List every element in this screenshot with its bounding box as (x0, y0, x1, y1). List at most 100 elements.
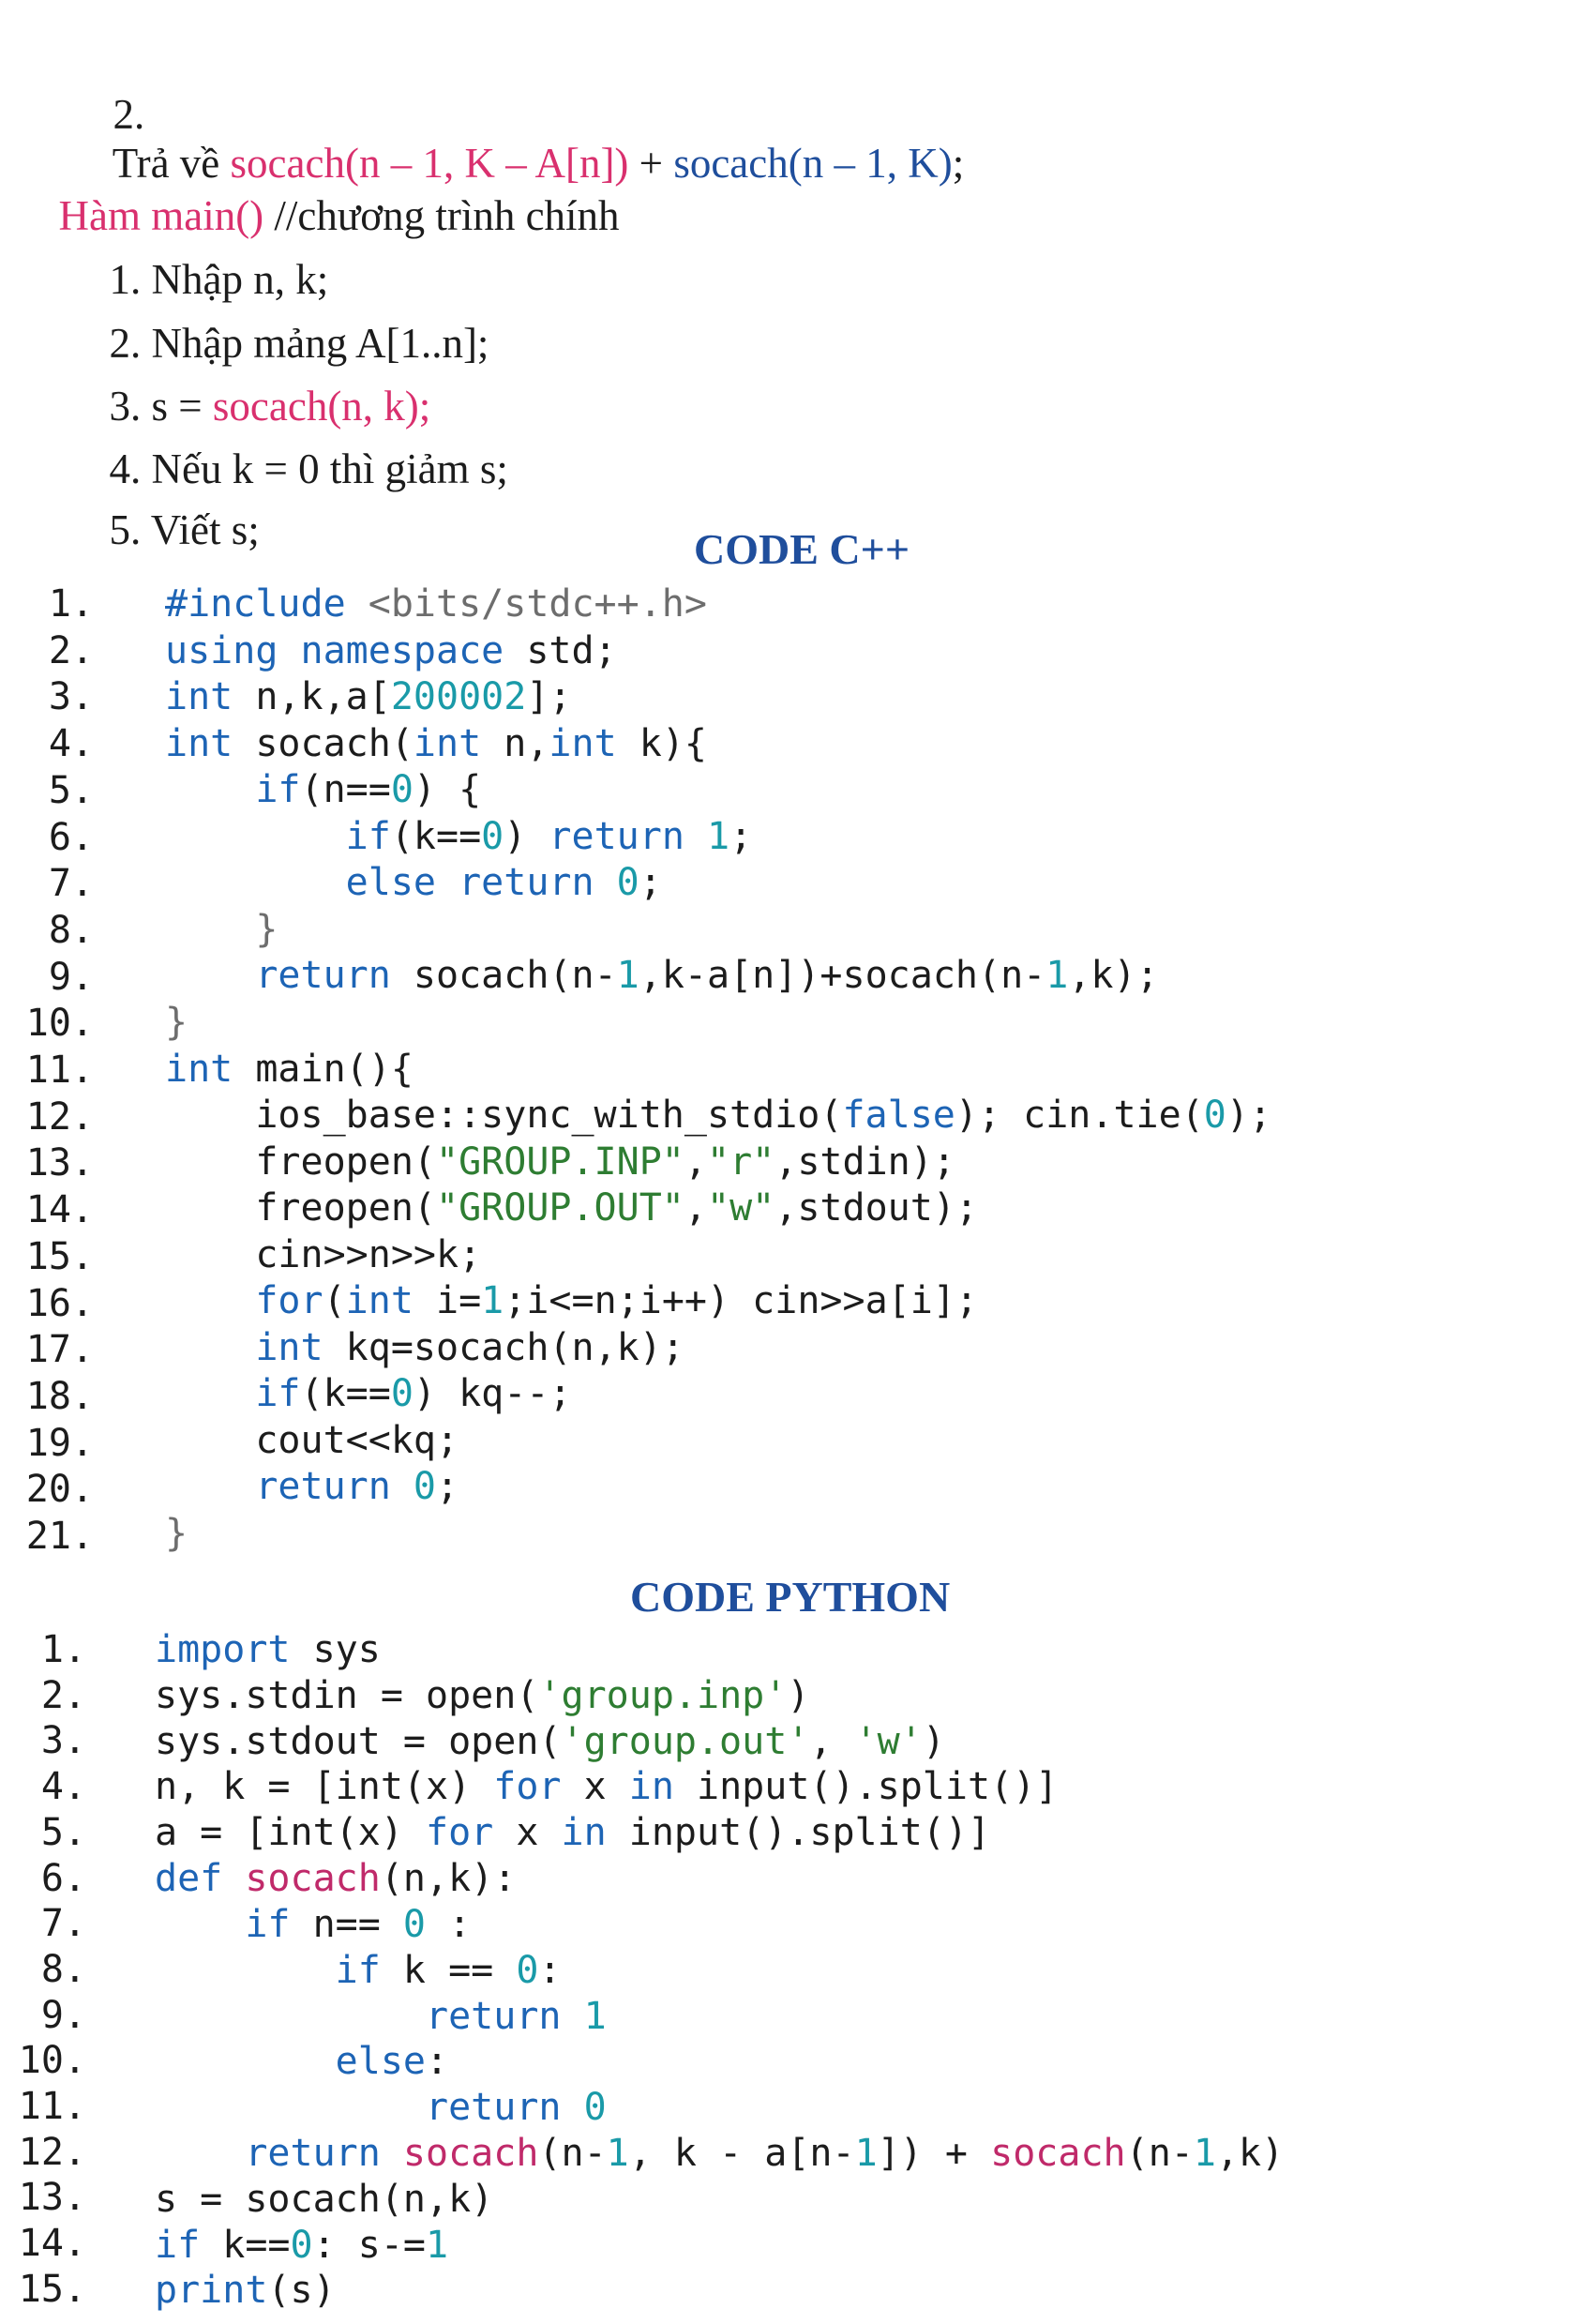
code-line: ios_base::sync_with_stdio(false); cin.ti… (165, 1093, 1271, 1138)
line-number: 10. (18, 2039, 86, 2083)
code-token: return (549, 814, 684, 858)
code-line: using namespace std; (165, 628, 617, 673)
code-token: 0 (1203, 1094, 1226, 1138)
line-number: 8. (40, 1947, 86, 1991)
code-line: sys.stdout = open('group.out', 'w') (155, 1719, 945, 1764)
code-token: "r" (706, 1139, 775, 1184)
code-line: return 0; (165, 1464, 459, 1509)
code-token: socach (990, 2132, 1126, 2176)
plus-sign: + (628, 140, 674, 187)
code-token: x (561, 1765, 629, 1809)
code-token: : (425, 2040, 449, 2084)
code-token: 1 (481, 1279, 504, 1323)
code-token: freopen( (165, 1186, 436, 1230)
code-line: freopen("GROUP.INP","r",stdin); (165, 1139, 955, 1185)
code-line: int main(){ (165, 1047, 414, 1092)
code-token: k == (380, 1948, 517, 1992)
line-number: 16. (25, 1281, 94, 1325)
code-token: a = [int(x) (155, 1811, 426, 1855)
code-line: } (165, 1000, 188, 1045)
line-number: 12. (25, 1094, 94, 1139)
step-text: Nhập mảng A[1..n]; (151, 320, 489, 367)
code-token: 0 (390, 1372, 414, 1416)
code-token: ) (504, 814, 549, 858)
code-line: int n,k,a[200002]; (165, 674, 572, 719)
step-number: 5. (109, 506, 142, 553)
step-text: Trả về (112, 140, 231, 187)
code-line: return socach(n-1, k - a[n-1]) + socach(… (155, 2131, 1284, 2176)
code-token: if (155, 2223, 201, 2267)
code-line: int socach(int n,int k){ (165, 721, 707, 766)
main-step-4: 4. Nếu k = 0 thì giảm s; (88, 396, 508, 493)
code-token: freopen( (165, 1139, 436, 1184)
step-number: 3. (109, 383, 142, 430)
code-token: 0 (402, 1902, 427, 1946)
code-token: else (155, 2040, 426, 2084)
code-token: (n== (300, 768, 391, 812)
line-number: 5. (40, 1810, 86, 1854)
code-token: false (842, 1094, 955, 1138)
code-token (561, 1995, 583, 2038)
code-token: ,stdin); (774, 1139, 955, 1184)
code-token: ; (436, 1465, 459, 1509)
code-token: 1 (854, 2132, 878, 2176)
code-token: } (165, 907, 278, 951)
code-token: in (561, 1811, 607, 1855)
line-number: 9. (48, 955, 94, 999)
main-step-1: 1. Nhập n, k; (88, 206, 329, 304)
code-token: ,k); (1068, 954, 1159, 998)
code-line: def socach(n,k): (155, 1856, 516, 1901)
line-number: 4. (48, 722, 94, 766)
code-line: cin>>n>>k; (165, 1232, 481, 1277)
line-number: 14. (25, 1188, 94, 1232)
line-number: 11. (25, 1049, 94, 1092)
code-token: 0 (481, 814, 504, 858)
code-line: if k == 0: (155, 1948, 562, 1993)
code-token: #include (165, 582, 346, 626)
line-number: 17. (25, 1328, 94, 1372)
code-line: return 0 (155, 2085, 607, 2130)
line-number: 6. (48, 815, 94, 859)
code-line: return 1 (155, 1994, 607, 2039)
code-token: 0 (413, 1465, 437, 1509)
code-token: return (155, 2086, 562, 2130)
code-token: sys.stdin = open( (155, 1673, 539, 1717)
code-token: 1 (606, 2132, 629, 2176)
line-number: 8. (48, 908, 94, 952)
code-token: ;i<=n;i++) cin>>a[i]; (504, 1279, 978, 1323)
code-token: if (155, 1902, 291, 1946)
main-label: Hàm main() (58, 192, 264, 239)
code-token (561, 2086, 583, 2129)
code-line: } (165, 907, 278, 952)
code-token: if (165, 1372, 301, 1416)
line-number: 4. (40, 1765, 86, 1809)
code-line: if k==0: s-=1 (155, 2223, 448, 2268)
code-token: (k== (390, 814, 482, 858)
step-text: Nhập n, k; (151, 256, 329, 303)
code-line: #include <bits/stdc++.h> (165, 581, 707, 626)
code-token: return (155, 2132, 381, 2176)
code-line: for(int i=1;i<=n;i++) cin>>a[i]; (165, 1278, 978, 1323)
code-token: 0 (390, 768, 414, 812)
code-token: ) (787, 1673, 810, 1717)
main-step-2: 2. Nhập mảng A[1..n]; (88, 270, 489, 368)
code-token: sys (290, 1628, 381, 1671)
code-line: import sys (155, 1627, 381, 1672)
step-text: s = (151, 383, 213, 430)
code-token: int (345, 1279, 414, 1323)
code-token: cin>>n>>k; (165, 1232, 482, 1276)
step-text: Viết s; (150, 506, 260, 553)
code-token: ios_base::sync_with_stdio( (165, 1094, 843, 1138)
code-token: int (165, 675, 233, 719)
code-token: 0 (516, 1948, 539, 1992)
code-token: ,k-a[n])+socach(n- (639, 954, 1046, 998)
code-token: ) (922, 1719, 945, 1763)
line-number: 21. (25, 1515, 94, 1558)
code-token: "GROUP.INP" (435, 1139, 684, 1184)
line-number: 2. (48, 628, 94, 672)
code-token: for (165, 1279, 323, 1323)
code-token: 0 (290, 2223, 313, 2267)
code-token (594, 861, 617, 904)
code-token: ,stdout); (774, 1186, 978, 1230)
main-comment: //chương trình chính (263, 192, 620, 239)
